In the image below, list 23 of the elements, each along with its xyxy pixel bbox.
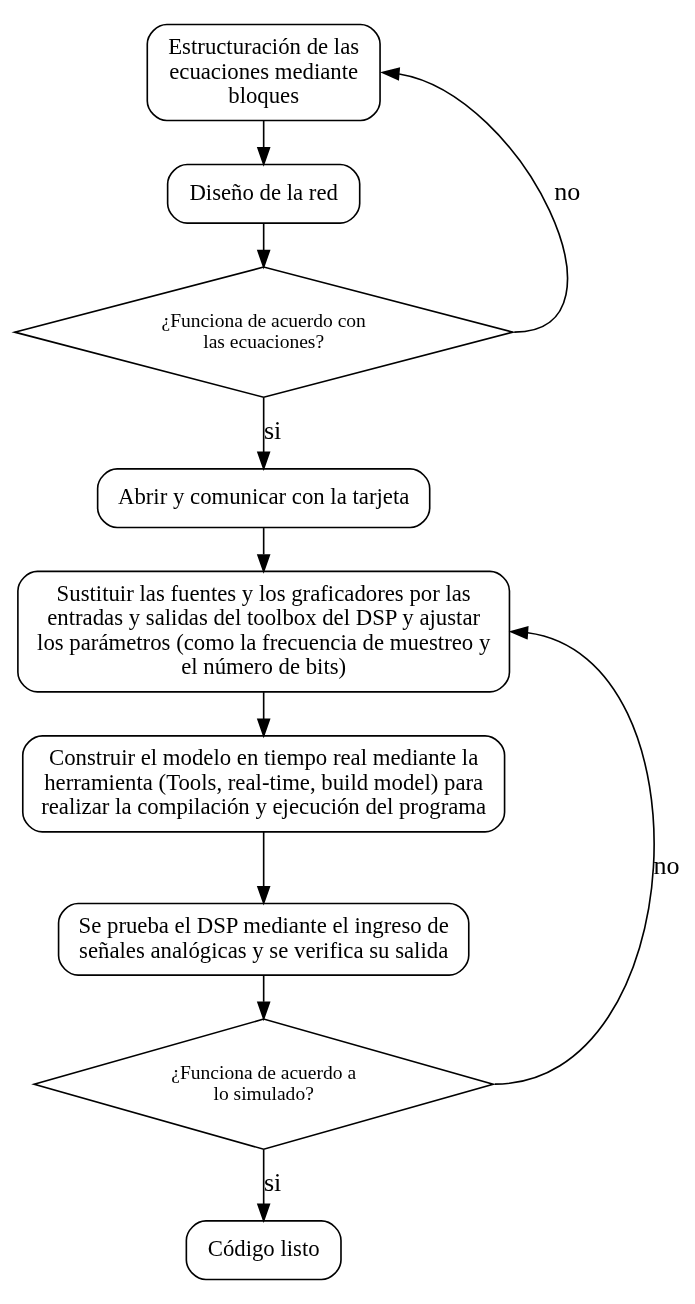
node-box: Se prueba el DSP mediante el ingreso de señales analógicas y se verifica su salida — [57, 902, 470, 976]
arrow — [494, 625, 655, 1085]
edge-label: si — [263, 1168, 282, 1198]
arrow — [256, 1148, 271, 1224]
node-box: Construir el modelo en tiempo real mediante la herramienta (Tools, real-time, build model) para realizar la compilación y ejecución del programa — [21, 735, 506, 833]
arrow — [256, 119, 271, 167]
node-box: Código listo — [185, 1220, 342, 1281]
arrow — [256, 691, 271, 739]
node-box: Estructuración de las ecuaciones mediante bloques — [146, 23, 381, 122]
edge-label: no — [554, 176, 581, 206]
node-diamond: ¿Funciona de acuerdo con las ecuaciones? — [11, 266, 516, 399]
node-box: Diseño de la red — [166, 163, 361, 224]
node-box: Abrir y comunicar con la tarjeta — [96, 468, 431, 529]
arrow — [256, 396, 271, 472]
arrow — [380, 67, 568, 333]
arrow — [256, 527, 271, 574]
node-box: Sustituir las fuentes y los graficadores por las entradas y salidas del toolbox del DSP y ajustar los parámetros (como la frecuencia de muestreo y el número de bits) — [17, 570, 511, 693]
edge-label: si — [263, 416, 282, 446]
node-diamond: ¿Funciona de acuerdo a lo simulado? — [31, 1018, 497, 1151]
arrow — [256, 222, 271, 270]
arrow — [256, 831, 271, 906]
arrow — [256, 974, 271, 1022]
edge-label: no — [653, 850, 680, 880]
